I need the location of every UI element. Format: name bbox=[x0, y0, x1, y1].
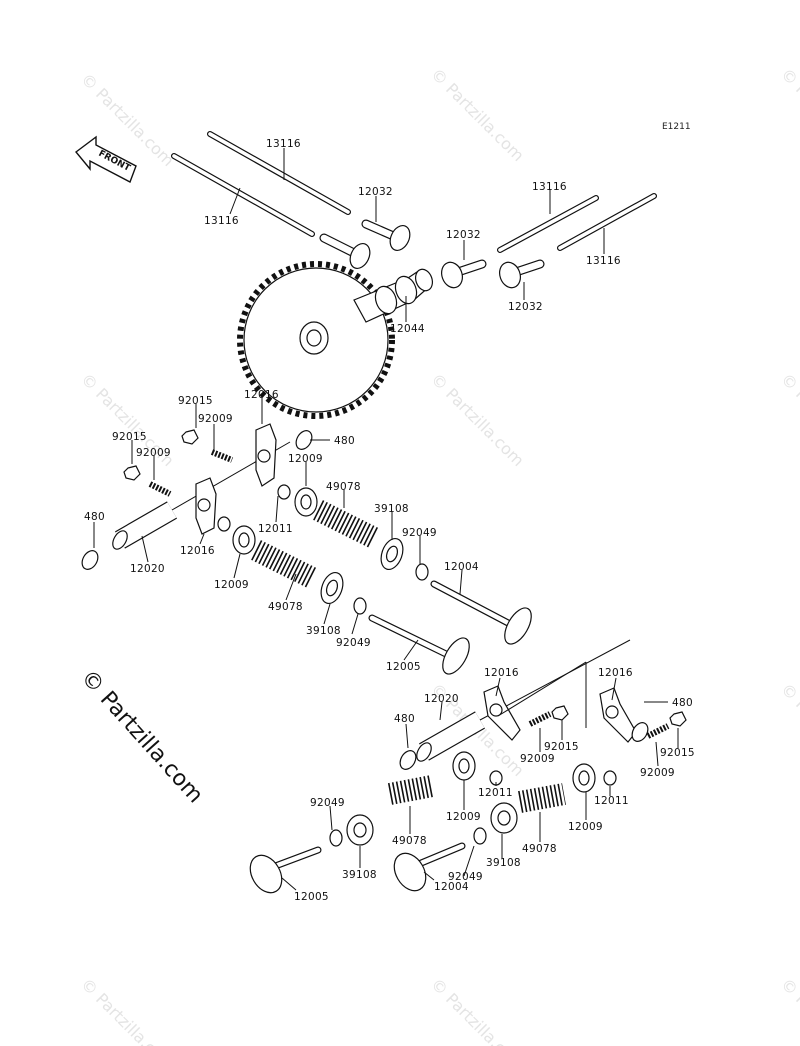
part-label: 12005 bbox=[294, 891, 329, 903]
part-label: 12016 bbox=[484, 667, 519, 679]
part-label: 12032 bbox=[508, 301, 543, 313]
part-label: 49078 bbox=[268, 601, 303, 613]
part-label: 12009 bbox=[214, 579, 249, 591]
part-label: 13116 bbox=[266, 138, 301, 150]
part-label: 12016 bbox=[244, 389, 279, 401]
push-rod bbox=[557, 193, 657, 251]
part-label: 92049 bbox=[310, 797, 345, 809]
exhaust-valve bbox=[393, 842, 466, 892]
tappet bbox=[499, 259, 545, 289]
leader-lines bbox=[93, 148, 679, 891]
part-label: 92015 bbox=[544, 741, 579, 753]
exhaust-valve bbox=[430, 580, 532, 645]
part-label: 92009 bbox=[198, 413, 233, 425]
adjust-screw bbox=[123, 465, 172, 497]
watermark: © Partzilla.com bbox=[427, 64, 528, 165]
tappet bbox=[319, 233, 371, 269]
part-label: 12004 bbox=[444, 561, 479, 573]
part-label: 49078 bbox=[392, 835, 427, 847]
push-rod bbox=[171, 153, 315, 237]
part-label: 92015 bbox=[660, 747, 695, 759]
part-labels: 13116 13116 12032 12032 13116 13116 1203… bbox=[84, 138, 695, 903]
part-label: 13116 bbox=[586, 255, 621, 267]
part-label: 92009 bbox=[520, 753, 555, 765]
adjust-screw bbox=[646, 711, 687, 739]
watermark: © Partzilla.com bbox=[427, 369, 528, 470]
watermark: © Partzilla.com bbox=[777, 974, 800, 1046]
part-label: 92009 bbox=[136, 447, 171, 459]
part-label: 39108 bbox=[374, 503, 409, 515]
circlip bbox=[81, 430, 649, 770]
part-label: 480 bbox=[672, 697, 693, 709]
part-label: 12011 bbox=[258, 523, 293, 535]
part-label: 92015 bbox=[112, 431, 147, 443]
part-label: 92049 bbox=[336, 637, 371, 649]
watermark: © Partzilla.com bbox=[77, 974, 178, 1046]
tappet bbox=[361, 219, 411, 251]
part-label: 480 bbox=[84, 511, 105, 523]
part-label: 12044 bbox=[390, 323, 425, 335]
push-rod bbox=[497, 195, 599, 253]
part-label: 12004 bbox=[434, 881, 469, 893]
part-label: 13116 bbox=[532, 181, 567, 193]
part-label: 92049 bbox=[448, 871, 483, 883]
push-rod bbox=[207, 131, 351, 215]
part-label: 12016 bbox=[598, 667, 633, 679]
rocker-arm bbox=[255, 423, 277, 487]
part-label: 49078 bbox=[522, 843, 557, 855]
camshaft-gear bbox=[237, 261, 434, 419]
part-label: 12005 bbox=[386, 661, 421, 673]
spring-seat bbox=[320, 537, 518, 846]
part-label: 12009 bbox=[568, 821, 603, 833]
diagram-code: E1211 bbox=[662, 122, 691, 132]
part-label: 49078 bbox=[326, 481, 361, 493]
rocker-shaft bbox=[112, 441, 291, 550]
part-label: 12032 bbox=[446, 229, 481, 241]
part-label: 12011 bbox=[594, 795, 629, 807]
watermark: © Partzilla.com bbox=[777, 369, 800, 470]
part-label: 39108 bbox=[486, 857, 521, 869]
part-label: 12011 bbox=[478, 787, 513, 799]
valve-collet bbox=[329, 563, 487, 847]
tappet bbox=[441, 259, 487, 289]
part-label: 12020 bbox=[130, 563, 165, 575]
part-label: 39108 bbox=[306, 625, 341, 637]
part-label: 480 bbox=[394, 713, 415, 725]
part-label: 12032 bbox=[358, 186, 393, 198]
part-label: 92049 bbox=[402, 527, 437, 539]
spring-retainer bbox=[232, 487, 596, 793]
part-label: 92009 bbox=[640, 767, 675, 779]
watermark: © Partzilla.com bbox=[427, 974, 528, 1046]
intake-valve bbox=[368, 614, 470, 675]
part-label: 12020 bbox=[424, 693, 459, 705]
part-label: 12009 bbox=[446, 811, 481, 823]
rocker-arm bbox=[599, 687, 637, 743]
part-label: 13116 bbox=[204, 215, 239, 227]
front-arrow-icon: FRONT bbox=[74, 135, 137, 183]
valve-spring bbox=[251, 500, 566, 813]
rocker-arm bbox=[195, 477, 217, 535]
brand-text: © Partzilla.com bbox=[76, 665, 208, 808]
part-label: 480 bbox=[334, 435, 355, 447]
intake-valve bbox=[249, 846, 322, 894]
part-label: 12009 bbox=[288, 453, 323, 465]
part-label: 92015 bbox=[178, 395, 213, 407]
part-label: 12016 bbox=[180, 545, 215, 557]
watermark: © Partzilla.com bbox=[777, 64, 800, 165]
adjust-screw bbox=[181, 429, 234, 463]
part-label: 39108 bbox=[342, 869, 377, 881]
watermark: © Partzilla.com bbox=[777, 679, 800, 780]
